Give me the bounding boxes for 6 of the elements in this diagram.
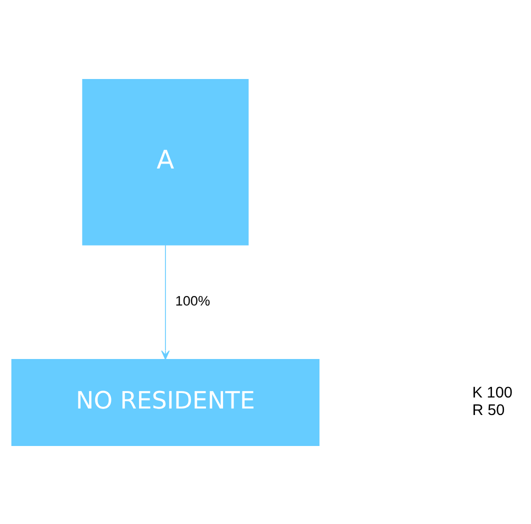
node-box: NO RESIDENTE — [11, 358, 320, 446]
edge-label: 100% — [175, 292, 210, 308]
node-label: K 100 — [472, 384, 512, 402]
arrow — [161, 244, 170, 360]
node-box: A — [82, 78, 249, 245]
node-label: R 50 — [472, 401, 505, 418]
